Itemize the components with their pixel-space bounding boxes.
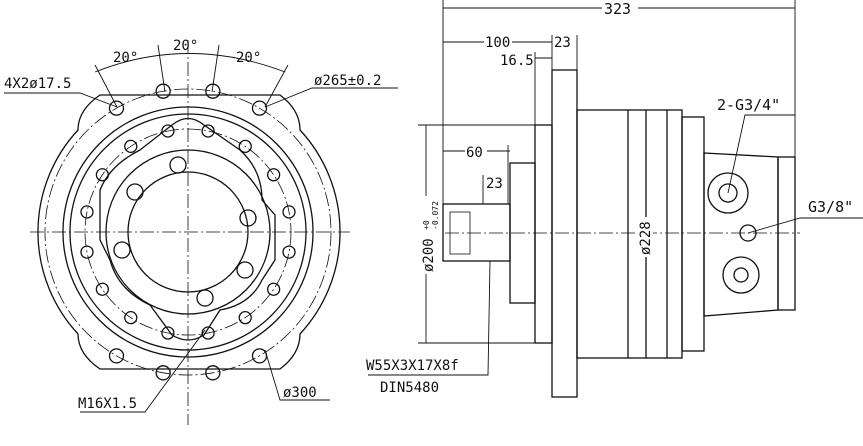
pilot-tolerance-upper: +0 <box>422 220 431 230</box>
pilot-depth-label: 16.5 <box>500 53 534 69</box>
pilot <box>534 124 553 344</box>
spline-standard-label: DIN5480 <box>380 380 439 396</box>
extension-line <box>157 44 166 93</box>
bolt-hole <box>205 365 221 381</box>
bolt-hole <box>124 139 138 154</box>
pilot-diameter-value: ø200 <box>421 238 437 272</box>
bolt-hole <box>80 205 94 219</box>
port-hole <box>126 183 144 201</box>
output-shaft <box>442 203 511 262</box>
front-view: 20° 20° 20° 4X2ø17.5 ø265±0.2 M16X1.5 ø3… <box>4 38 398 425</box>
flange-bolt-holes <box>108 83 268 381</box>
bolt-hole <box>155 365 171 381</box>
main-port <box>722 256 760 294</box>
valve-cover <box>99 117 276 341</box>
bolt-hole <box>80 245 94 259</box>
bolt-hole <box>161 326 175 340</box>
spline-spec-label: W55X3X17X8f <box>366 358 459 374</box>
main-port-bore <box>718 183 738 203</box>
housing-ring <box>69 113 307 351</box>
bolt-hole <box>124 310 138 325</box>
spline-length-label: 23 <box>486 176 503 192</box>
bolt-circle <box>44 88 332 376</box>
bolt-hole <box>201 124 215 138</box>
label-bg <box>484 34 512 50</box>
bolt-hole <box>108 100 125 116</box>
bolt-hole <box>238 310 252 325</box>
body-diameter-value: ø228 <box>638 221 654 255</box>
angle-label: 20° <box>173 38 198 54</box>
overall-length-label: 323 <box>604 0 631 18</box>
bolt-hole <box>282 205 296 219</box>
leader-line <box>368 260 491 376</box>
bolt-hole <box>95 282 110 296</box>
bolt-holes-label: 4X2ø17.5 <box>4 76 71 92</box>
main-port-bore <box>733 267 749 283</box>
bolt-hole <box>161 124 175 138</box>
pilot-tolerance-lower: -0.072 <box>431 201 440 230</box>
leader-line <box>747 217 863 234</box>
valve-plate <box>777 156 796 311</box>
main-port <box>707 172 749 214</box>
label-bg <box>420 196 442 274</box>
label-bg <box>602 0 638 16</box>
drain-port <box>739 224 757 242</box>
port-hole <box>239 209 257 227</box>
label-bg <box>637 217 653 257</box>
housing-inner <box>105 149 271 315</box>
port-hole <box>113 241 131 259</box>
extension-line <box>264 64 289 108</box>
bolt-hole <box>238 139 252 154</box>
leader-line <box>264 349 330 401</box>
main-ports-label: 2-G3/4" <box>717 96 780 114</box>
drain-port-label: G3/8" <box>808 198 853 216</box>
leader-line <box>264 87 398 108</box>
label-bg <box>465 143 487 159</box>
angle-label: 20° <box>236 50 261 66</box>
housing-bolt-holes <box>80 124 296 340</box>
thread-label: M16X1.5 <box>78 396 137 412</box>
flange-offset-label: 100 <box>485 35 510 51</box>
housing-outer <box>62 106 314 358</box>
extension-line <box>94 64 118 108</box>
bolt-hole <box>201 326 215 340</box>
shaft-length-label: 60 <box>466 145 483 161</box>
bolt-hole <box>266 282 281 296</box>
bolt-hole <box>108 348 125 364</box>
port-hole <box>236 261 254 279</box>
outer-diameter-label: ø300 <box>283 385 317 401</box>
side-view: 323 100 23 16.5 60 23 ø200 +0 -0.072 ø22… <box>366 0 863 398</box>
shaft-spline <box>449 211 471 255</box>
bolt-circle-label: ø265±0.2 <box>314 73 381 89</box>
port-hole <box>196 289 214 307</box>
angle-dimension-arc <box>94 53 286 73</box>
motor-body <box>576 109 683 359</box>
leader-line <box>727 114 795 194</box>
port-hole <box>169 156 187 174</box>
inner-bolt-circle <box>84 128 292 336</box>
mounting-flange <box>551 69 578 398</box>
flange-thickness-label: 23 <box>554 35 571 51</box>
bolt-hole <box>251 100 268 116</box>
end-cap <box>681 116 705 352</box>
valve-center <box>127 171 249 293</box>
bolt-hole <box>282 245 296 259</box>
flange-outline <box>37 94 341 370</box>
body-diameter-label: ø228 <box>637 217 654 257</box>
leader-line <box>4 92 118 108</box>
bolt-hole <box>266 168 281 182</box>
bolt-hole <box>155 83 171 99</box>
leader-line <box>80 329 206 413</box>
pilot-diameter-label: ø200 +0 -0.072 <box>420 196 442 274</box>
angle-label: 20° <box>113 50 138 66</box>
extension-line <box>211 44 220 93</box>
